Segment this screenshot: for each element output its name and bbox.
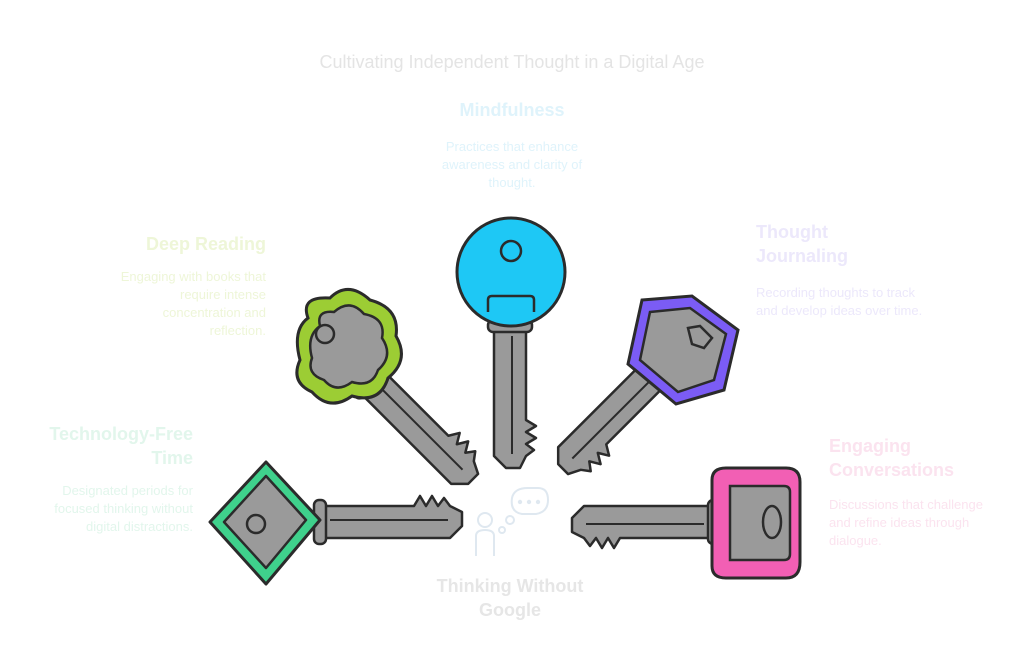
mindfulness-description: Practices that enhance awareness and cla… [441, 139, 583, 190]
center-label: Thinking Without Google [436, 576, 584, 620]
mindfulness-heading: Mindfulness [459, 100, 565, 120]
engaging-conversations-heading: Engaging Conversations [829, 436, 955, 480]
mindfulness-key [455, 216, 567, 470]
thought-journaling-description: Recording thoughts to track and develop … [756, 285, 923, 318]
thought-journaling-key [544, 294, 740, 487]
thought-journaling-heading: Thought Journaling [756, 222, 849, 266]
deep-reading-key [295, 288, 491, 498]
engaging-conversations-description: Discussions that challenge and refine id… [829, 497, 983, 548]
technology-free-time-description: Designated periods for focused thinking … [54, 483, 193, 534]
technology-free-time-key [208, 460, 464, 586]
engaging-conversations-key [570, 466, 802, 580]
technology-free-time-heading: Technology-Free Time [49, 424, 193, 468]
deep-reading-description: Engaging with books that require intense… [120, 269, 266, 338]
deep-reading-heading: Deep Reading [145, 234, 266, 254]
person-thinking-icon [475, 487, 550, 556]
diagram-title: Cultivating Independent Thought in a Dig… [319, 52, 705, 72]
